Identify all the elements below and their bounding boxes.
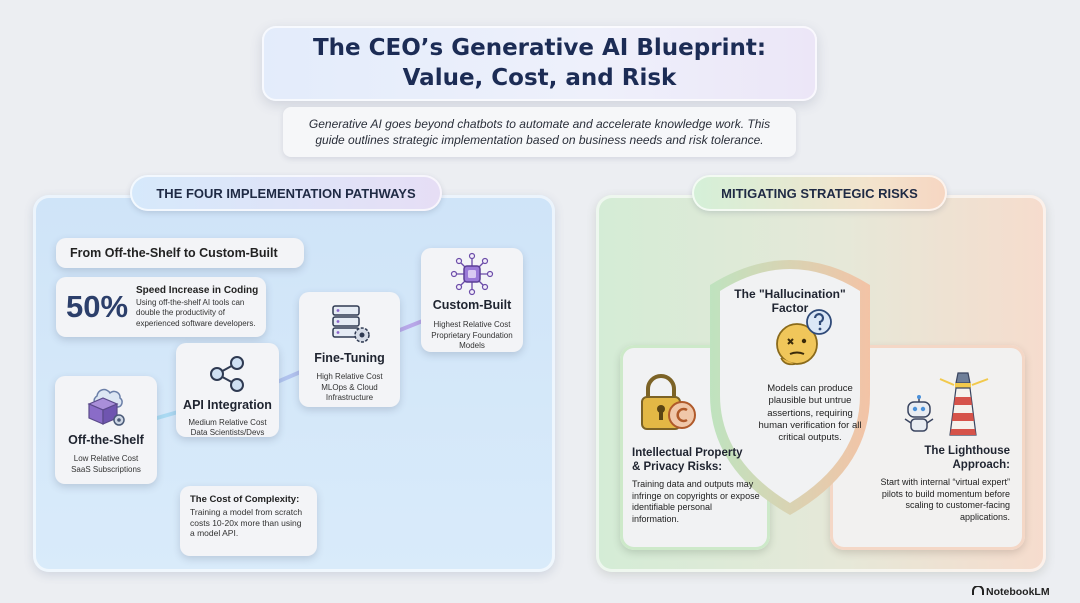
stat-description: Using off-the-shelf AI tools can double … [136,298,256,328]
lighthouse-text: Start with internal “virtual expert” pil… [880,477,1010,523]
pathway-card-off-the-shelf: Off-the-Shelf Low Relative Cost SaaS Sub… [55,376,157,484]
pathway-detail: MLOps & Cloud [321,383,378,392]
from-label: From Off-the-Shelf to Custom-Built [56,238,304,268]
share-nodes-icon [210,356,244,392]
stat-value: 50% [66,289,129,324]
lighthouse-title-line-2: Approach: [952,459,1011,471]
complexity-title: The Cost of Complexity: [190,494,300,505]
pathway-cost: Low Relative Cost [73,454,139,463]
subtitle-line-1: Generative AI goes beyond chatbots to au… [308,116,771,131]
risks-header: MITIGATING STRATEGIC RISKS [692,175,947,211]
pathways-header: THE FOUR IMPLEMENTATION PATHWAYS [130,175,442,211]
confused-face-question-icon [776,309,832,366]
box-cloud-icon [87,388,125,426]
stat-card: 50% Speed Increase in Coding Using off-t… [56,277,266,337]
subtitle-line-2: guide outlines strategic implementation … [315,133,764,147]
subtitle: Generative AI goes beyond chatbots to au… [283,107,796,157]
server-gear-icon [332,305,370,343]
ip-title-line-2: & Privacy Risks: [632,461,723,473]
pathway-title: Off-the-Shelf [68,433,144,447]
lighthouse-title-line-1: The Lighthouse [924,445,1010,457]
title-line-1: The CEO’s Generative AI Blueprint: [312,34,767,61]
pathway-card-custom-built: Custom-Built Highest Relative Cost Propr… [421,248,523,352]
robot-icon [904,395,934,432]
pathway-detail: SaaS Subscriptions [71,465,141,474]
page-title: The CEO’s Generative AI Blueprint: Value… [262,26,817,101]
ip-text: Training data and outputs may infringe o… [632,479,760,525]
cost-of-complexity-card: The Cost of Complexity: Training a model… [180,486,317,556]
pathway-detail-2: Infrastructure [325,393,374,402]
pathway-title: Fine-Tuning [314,351,385,365]
pathway-detail-2: Models [459,341,485,350]
pathway-card-fine-tuning: Fine-Tuning High Relative Cost MLOps & C… [299,292,400,407]
hallucination-title: The "Hallucination" Factor [734,287,846,315]
pathway-detail: Data Scientists/Devs [190,428,265,437]
title-line-2: Value, Cost, and Risk [402,64,677,91]
hallucination-text: Models can produce plausible but untrue … [758,383,862,444]
brand-text: NotebookLM [986,586,1050,598]
pathway-title: Custom-Built [432,298,512,312]
padlock-copyright-icon [641,374,696,430]
neural-chip-icon [450,252,494,296]
ip-title-line-1: Intellectual Property [632,447,743,459]
robot-lighthouse-icon [939,372,989,436]
pathway-cost: Highest Relative Cost [433,320,511,329]
complexity-text: Training a model from scratch costs 10-2… [190,507,303,539]
pathway-detail: Proprietary Foundation [431,331,513,340]
stat-title: Speed Increase in Coding [136,285,259,296]
notebooklm-logo-icon [972,585,984,595]
brand-label: NotebookLM [972,585,1050,598]
pathway-title: API Integration [183,398,272,412]
pathway-cost: Medium Relative Cost [188,418,267,427]
pathway-card-api-integration: API Integration Medium Relative Cost Dat… [176,343,279,437]
pathway-cost: High Relative Cost [316,372,383,381]
